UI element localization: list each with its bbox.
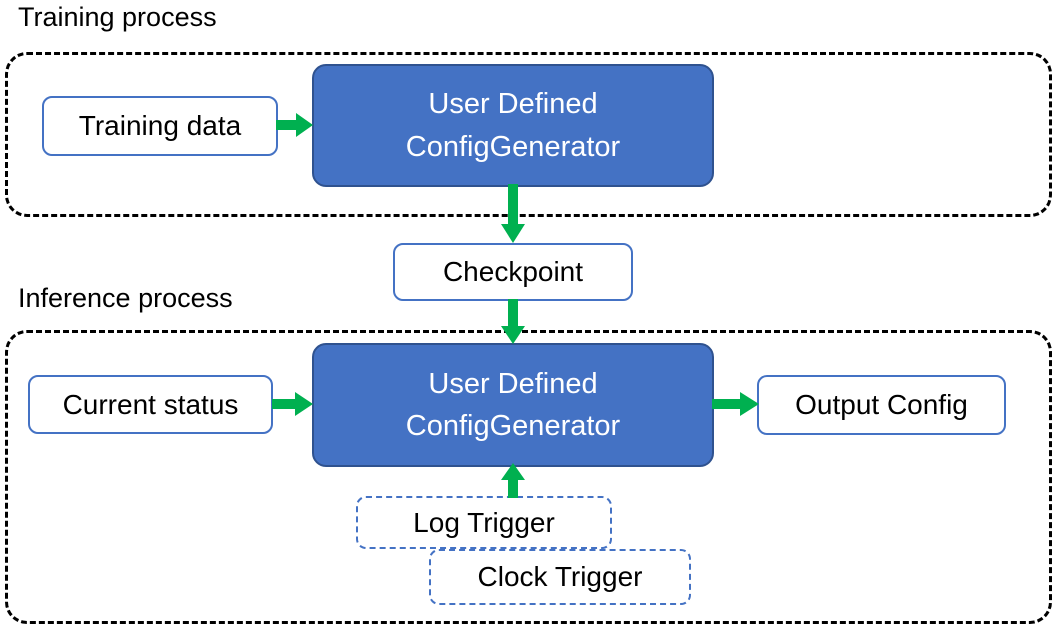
arrow-log-trigger-to-configgenerator: [500, 463, 526, 499]
node-clock-trigger[interactable]: Clock Trigger: [429, 549, 691, 605]
inference-process-container: [5, 330, 1052, 624]
section-title-inference: Inference process: [18, 283, 233, 313]
training-process-container: [5, 52, 1052, 217]
proc-inference-line2: ConfigGenerator: [405, 410, 621, 442]
arrow-training-data-to-configgenerator: [276, 112, 314, 138]
arrow-checkpoint-to-configgenerator: [500, 299, 526, 345]
node-user-defined-configgenerator-inference[interactable]: User Defined ConfigGenerator: [312, 343, 714, 467]
arrow-configgenerator-to-checkpoint: [500, 184, 526, 244]
node-training-data[interactable]: Training data: [42, 96, 278, 156]
node-current-status[interactable]: Current status: [28, 375, 273, 434]
proc-training-line1: User Defined: [428, 88, 598, 121]
node-checkpoint[interactable]: Checkpoint: [393, 243, 633, 301]
node-output-config[interactable]: Output Config: [757, 375, 1006, 435]
node-user-defined-configgenerator-training[interactable]: User Defined ConfigGenerator: [312, 64, 714, 187]
section-title-training: Training process: [18, 2, 217, 32]
arrow-current-status-to-configgenerator: [272, 391, 314, 417]
arrow-configgenerator-to-output-config: [712, 391, 760, 417]
proc-inference-line1: User Defined: [428, 367, 598, 400]
proc-training-line2: ConfigGenerator: [405, 130, 621, 163]
node-log-trigger[interactable]: Log Trigger: [356, 496, 612, 549]
